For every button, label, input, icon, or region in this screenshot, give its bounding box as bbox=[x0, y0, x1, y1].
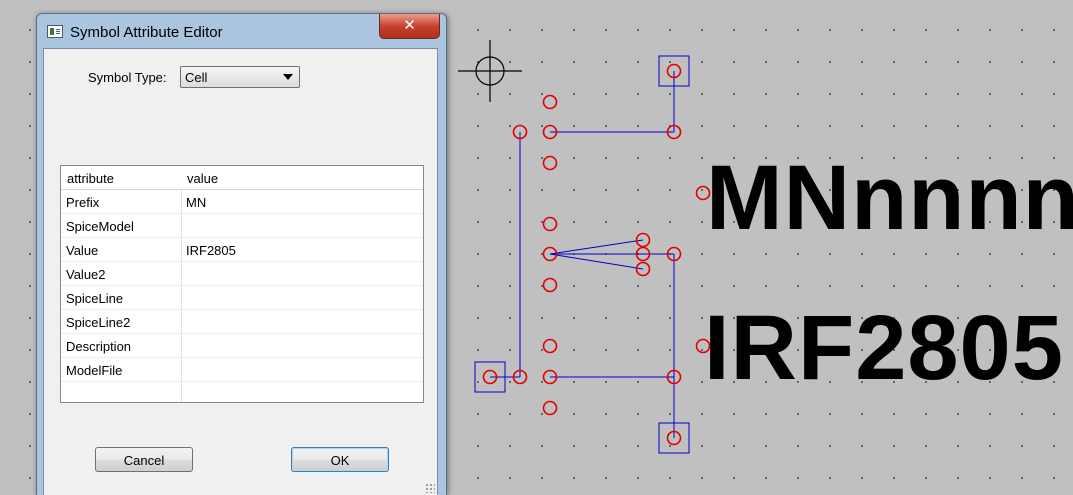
dialog-titlebar[interactable]: Symbol Attribute Editor ✕ bbox=[37, 14, 446, 48]
attribute-cell: Prefix bbox=[66, 195, 100, 210]
value-attribute-text[interactable]: IRF2805 bbox=[704, 297, 1064, 399]
attribute-table[interactable]: attribute value Prefix MN SpiceModel Val… bbox=[60, 165, 424, 403]
table-row[interactable]: Description bbox=[61, 334, 423, 358]
symbol-attribute-editor-dialog: Symbol Attribute Editor ✕ Symbol Type: C… bbox=[36, 13, 447, 495]
connection-points bbox=[482, 63, 711, 446]
crosshair-cursor-icon bbox=[458, 40, 522, 102]
column-separator bbox=[181, 166, 182, 402]
attribute-cell: Value bbox=[66, 243, 99, 258]
close-icon: ✕ bbox=[403, 16, 416, 34]
resize-grip-icon[interactable] bbox=[425, 483, 435, 493]
table-row[interactable]: SpiceLine2 bbox=[61, 310, 423, 334]
dialog-client-area: Symbol Type: Cell attribute value Prefix… bbox=[43, 48, 438, 495]
table-row[interactable]: SpiceModel bbox=[61, 214, 423, 238]
attribute-cell: SpiceLine bbox=[66, 291, 124, 306]
table-row-empty[interactable] bbox=[61, 382, 423, 402]
symbol-wires bbox=[490, 71, 675, 438]
symbol-type-value: Cell bbox=[185, 70, 208, 85]
symbol-type-label: Symbol Type: bbox=[88, 70, 167, 85]
attribute-cell: Description bbox=[66, 339, 132, 354]
attribute-cell: SpiceModel bbox=[66, 219, 134, 234]
table-header: attribute value bbox=[61, 166, 423, 190]
cancel-button[interactable]: Cancel bbox=[95, 447, 193, 472]
table-row[interactable]: Value IRF2805 bbox=[61, 238, 423, 262]
ok-button[interactable]: OK bbox=[291, 447, 389, 472]
instname-prefix-text[interactable]: MNnnnn bbox=[706, 147, 1073, 249]
symbol-type-select[interactable]: Cell bbox=[180, 66, 300, 88]
column-header-attribute[interactable]: attribute bbox=[67, 171, 114, 186]
table-row[interactable]: ModelFile bbox=[61, 358, 423, 382]
chevron-down-icon bbox=[283, 74, 293, 80]
table-row[interactable]: Value2 bbox=[61, 262, 423, 286]
value-cell[interactable]: MN bbox=[186, 195, 207, 210]
table-row[interactable]: Prefix MN bbox=[61, 190, 423, 214]
column-header-value[interactable]: value bbox=[187, 171, 219, 186]
dialog-title: Symbol Attribute Editor bbox=[70, 24, 223, 41]
table-row[interactable]: SpiceLine bbox=[61, 286, 423, 310]
value-cell[interactable]: IRF2805 bbox=[186, 243, 236, 258]
attribute-cell: Value2 bbox=[66, 267, 106, 282]
attribute-cell: SpiceLine2 bbox=[66, 315, 131, 330]
attribute-cell: ModelFile bbox=[66, 363, 123, 378]
app-window-icon bbox=[47, 25, 63, 38]
close-button[interactable]: ✕ bbox=[379, 14, 440, 39]
